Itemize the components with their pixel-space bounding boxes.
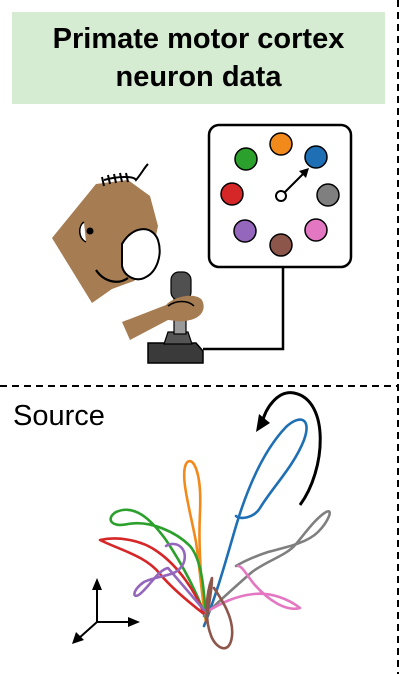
target-orange — [269, 132, 293, 156]
target-purple — [233, 219, 257, 243]
title-line-2: neuron data — [115, 61, 282, 93]
neural-trajectories — [98, 418, 331, 650]
trajectory-gray — [202, 510, 331, 618]
monkey-hand-icon — [122, 295, 204, 340]
trajectory-brown — [204, 576, 234, 650]
title-box: Primate motor cortex neuron data — [12, 12, 385, 104]
target-blue — [304, 145, 328, 169]
target-brown — [269, 233, 293, 257]
target-red — [220, 182, 244, 206]
trajectory-blue — [202, 418, 308, 628]
trajectory-purple — [133, 542, 206, 612]
monkey-head-icon — [52, 163, 161, 303]
task-screen-icon — [207, 123, 353, 269]
target-pink — [304, 218, 328, 242]
trajectory-green — [109, 508, 208, 620]
rotation-arrow-icon — [256, 391, 322, 506]
title-line-1: Primate motor cortex — [52, 23, 345, 55]
cursor-arrow-icon — [275, 168, 309, 202]
source-label: Source — [13, 400, 105, 432]
trajectory-red — [98, 537, 206, 616]
target-green — [234, 147, 258, 171]
target-gray — [316, 183, 340, 207]
joystick-cable — [203, 267, 285, 351]
axes-3d-icon — [72, 578, 140, 644]
trajectory-pink — [204, 564, 302, 614]
